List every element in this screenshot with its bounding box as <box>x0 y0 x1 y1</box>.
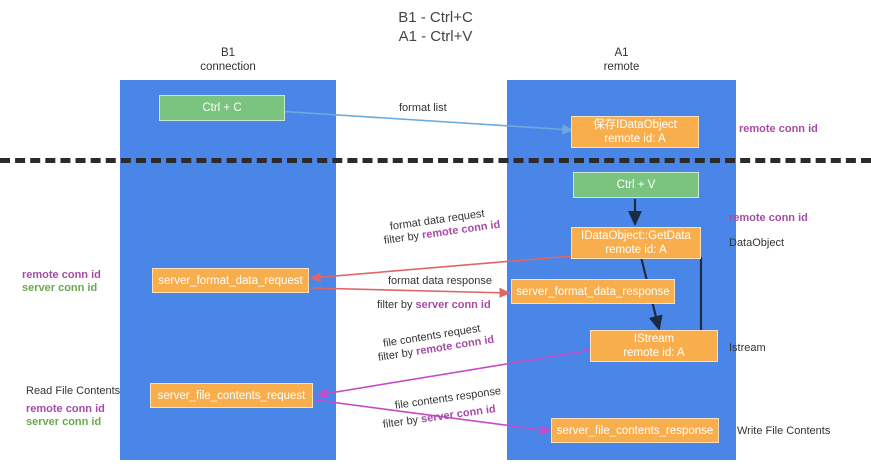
box-istream-line2: remote id: A <box>623 347 685 359</box>
annotation-left-server-conn-id-mid: server conn id <box>22 282 98 294</box>
box-ctrl-c-line1: Ctrl + C <box>202 102 242 114</box>
lane-header-a1-subtitle: remote <box>603 61 640 73</box>
page-title-line-1: B1 - Ctrl+C <box>398 9 473 26</box>
lane-header-a1-name: A1 <box>614 47 629 59</box>
annotation-left-remote-conn-id-bottom: remote conn id <box>26 403 105 415</box>
edge-label-format-list: format list <box>399 102 447 114</box>
box-save-idataobject-line1: 保存IDataObject <box>593 119 677 131</box>
edge-label-format-data-response-filter-key: server conn id <box>415 299 491 311</box>
phase-divider <box>0 158 871 163</box>
box-ctrl-v-line1: Ctrl + V <box>616 179 656 191</box>
annotation-right-write-file-contents: Write File Contents <box>737 425 831 437</box>
annotation-left-read-file-contents: Read File Contents <box>26 385 121 397</box>
box-server-format-data-request[interactable]: server_format_data_request <box>152 268 309 293</box>
box-idataobject-getdata[interactable]: IDataObject::GetData remote id: A <box>571 227 701 259</box>
box-istream[interactable]: IStream remote id: A <box>590 330 718 362</box>
box-server-file-contents-request-line1: server_file_contents_request <box>157 389 306 402</box>
box-server-format-data-request-line1: server_format_data_request <box>158 274 303 287</box>
box-server-file-contents-response[interactable]: server_file_contents_response <box>551 418 719 443</box>
box-idataobject-getdata-line2: remote id: A <box>605 244 667 256</box>
lane-header-b1-name: B1 <box>220 47 236 59</box>
box-server-format-data-response[interactable]: server_format_data_response <box>511 279 675 304</box>
edge-label-format-data-response-filter-prefix: filter by <box>377 299 416 311</box>
annotation-right-istream: Istream <box>729 342 766 354</box>
box-idataobject-getdata-line1: IDataObject::GetData <box>581 230 691 242</box>
box-istream-line1: IStream <box>633 333 675 345</box>
box-ctrl-v[interactable]: Ctrl + V <box>573 172 699 198</box>
page-title: B1 - Ctrl+C A1 - Ctrl+V <box>0 8 871 46</box>
annotation-right-remote-conn-id-mid: remote conn id <box>729 212 808 224</box>
annotation-right-dataobject: DataObject <box>729 237 785 249</box>
annotation-right-remote-conn-id-top: remote conn id <box>739 123 818 135</box>
connector-format-data-response <box>310 287 511 298</box>
lane-header-b1-subtitle: connection <box>200 61 256 73</box>
lane-header-a1: A1 remote <box>507 46 736 74</box>
box-server-format-data-response-line1: server_format_data_response <box>516 285 670 298</box>
edge-label-format-data-response: format data response <box>388 275 492 287</box>
box-server-file-contents-request[interactable]: server_file_contents_request <box>150 383 313 408</box>
page-title-line-2: A1 - Ctrl+V <box>398 28 473 45</box>
annotation-left-remote-conn-id-mid: remote conn id <box>22 269 101 281</box>
box-ctrl-c[interactable]: Ctrl + C <box>159 95 285 121</box>
lane-header-b1: B1 connection <box>120 46 336 74</box>
edge-label-file-contents-response-filter-prefix: filter by <box>382 413 422 431</box>
box-save-idataobject[interactable]: 保存IDataObject remote id: A <box>571 116 699 148</box>
box-save-idataobject-line2: remote id: A <box>604 133 666 145</box>
annotation-left-server-conn-id-bottom: server conn id <box>26 416 102 428</box>
box-server-file-contents-response-line1: server_file_contents_response <box>556 424 714 437</box>
edge-label-format-data-response-filter: filter by server conn id <box>377 298 491 312</box>
edge-label-format-data-request-filter-prefix: filter by <box>383 229 423 247</box>
